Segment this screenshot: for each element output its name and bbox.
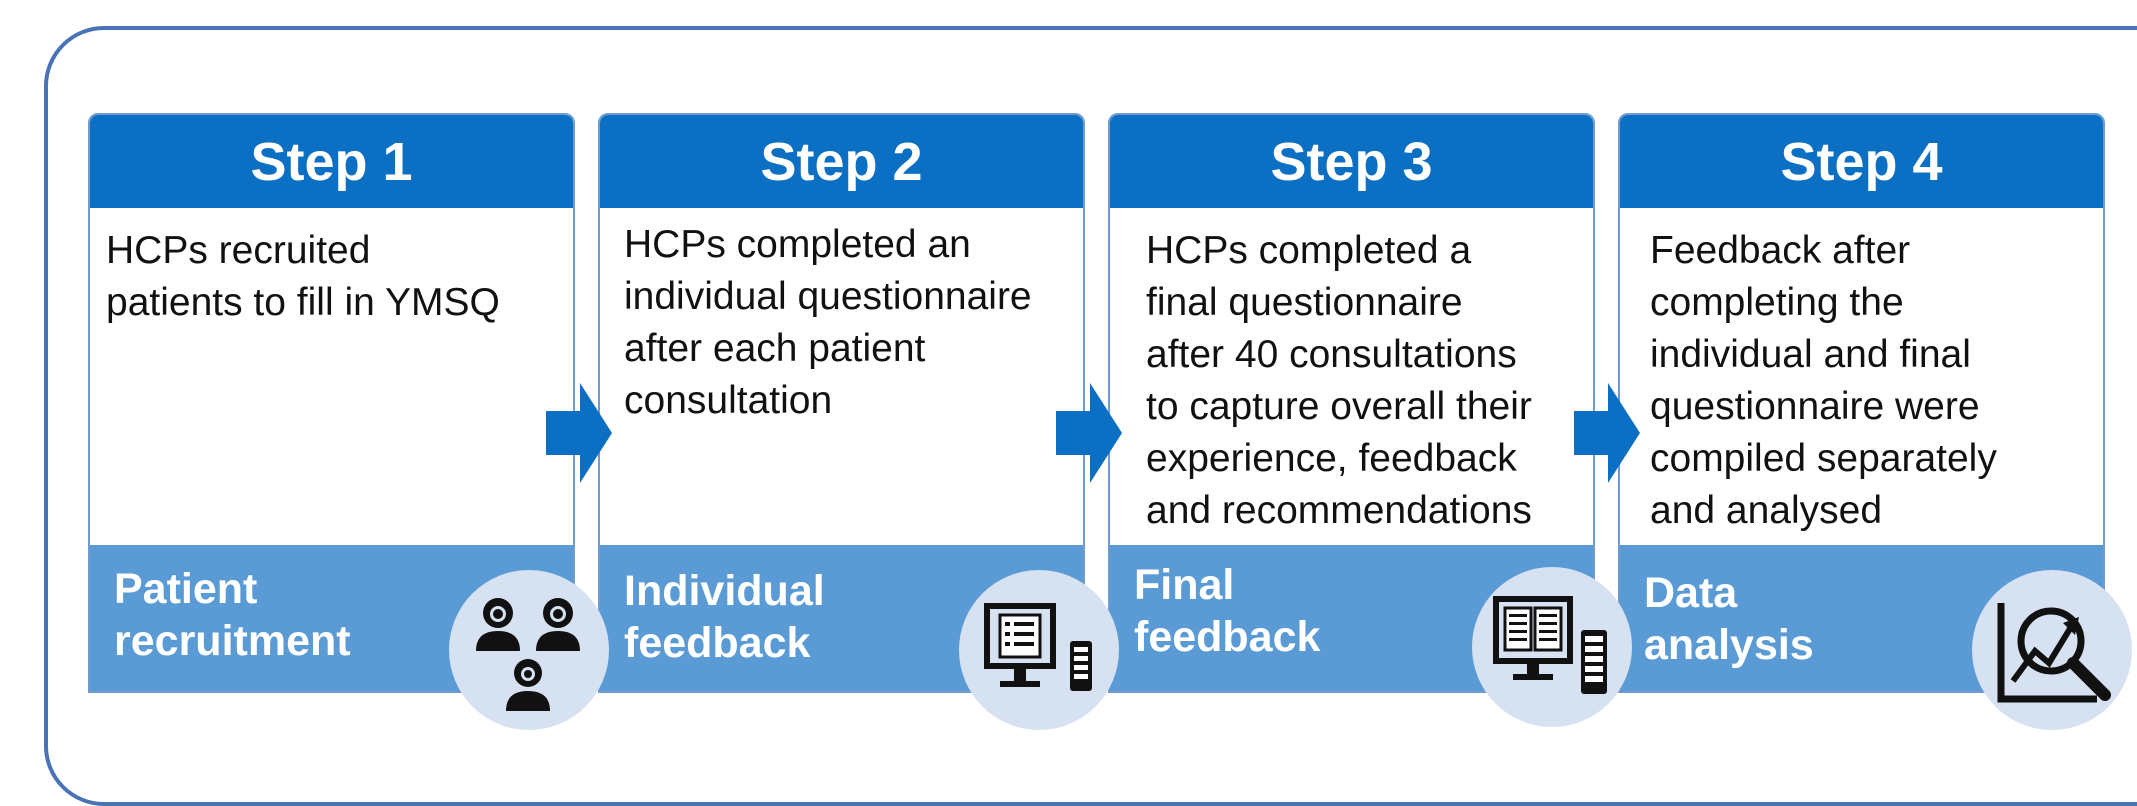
step-2-line: HCPs completed an [624, 223, 971, 266]
step-1-description: HCPs recruited patients to fill in YMSQ [106, 225, 569, 329]
step-1-line: HCPs recruited [106, 229, 371, 272]
footer-line: feedback [624, 619, 811, 667]
step-1-card: Step 1 HCPs recruited patients to fill i… [88, 113, 575, 693]
footer-line: Final [1134, 561, 1235, 609]
step-2-title: Step 2 [600, 115, 1083, 208]
step-1-footer-label: Patient recruitment [114, 563, 414, 667]
step-2-footer-label: Individual feedback [624, 565, 924, 669]
step-2-line: consultation [624, 379, 833, 422]
step-1-line: patients to fill in YMSQ [106, 281, 500, 324]
footer-line: analysis [1644, 621, 1814, 669]
step-4-line: individual and final [1650, 333, 1971, 376]
step-4-line: questionnaire were [1650, 385, 1980, 428]
step-3-line: after 40 consultations [1146, 333, 1517, 376]
step-4-title: Step 4 [1620, 115, 2103, 208]
step-2-line: after each patient [624, 327, 926, 370]
step-3-line: final questionnaire [1146, 281, 1463, 324]
footer-line: Patient [114, 565, 258, 613]
step-4-line: compiled separately [1650, 437, 1997, 480]
footer-line: Data [1644, 569, 1738, 617]
step-2-to-3-arrow [1056, 383, 1122, 483]
step-1-title: Step 1 [90, 115, 573, 208]
data-analysis-icon [1972, 570, 2132, 730]
step-4-description: Feedback after completing the individual… [1650, 225, 2099, 537]
step-4-line: Feedback after [1650, 229, 1911, 272]
step-3-title: Step 3 [1110, 115, 1593, 208]
step-4-footer-label: Data analysis [1644, 567, 1944, 671]
step-2-card: Step 2 HCPs completed an individual ques… [598, 113, 1085, 693]
step-2-description: HCPs completed an individual questionnai… [624, 219, 1079, 427]
monitor-questionnaire-icon [959, 570, 1119, 730]
step-3-line: experience, feedback [1146, 437, 1517, 480]
healthcare-team-icon [449, 570, 609, 730]
step-3-description: HCPs completed a final questionnaire aft… [1146, 225, 1589, 537]
step-3-to-4-arrow [1574, 383, 1640, 483]
step-4-line: completing the [1650, 281, 1904, 324]
footer-line: Individual [624, 567, 825, 615]
step-3-line: and recommendations [1146, 489, 1532, 532]
footer-line: feedback [1134, 613, 1321, 661]
step-3-footer-label: Final feedback [1134, 559, 1434, 663]
step-2-line: individual questionnaire [624, 275, 1032, 318]
step-1-to-2-arrow [546, 383, 612, 483]
step-3-line: to capture overall their [1146, 385, 1532, 428]
monitor-documents-icon [1472, 567, 1632, 727]
step-4-line: and analysed [1650, 489, 1883, 532]
footer-line: recruitment [114, 617, 351, 665]
step-3-line: HCPs completed a [1146, 229, 1472, 272]
